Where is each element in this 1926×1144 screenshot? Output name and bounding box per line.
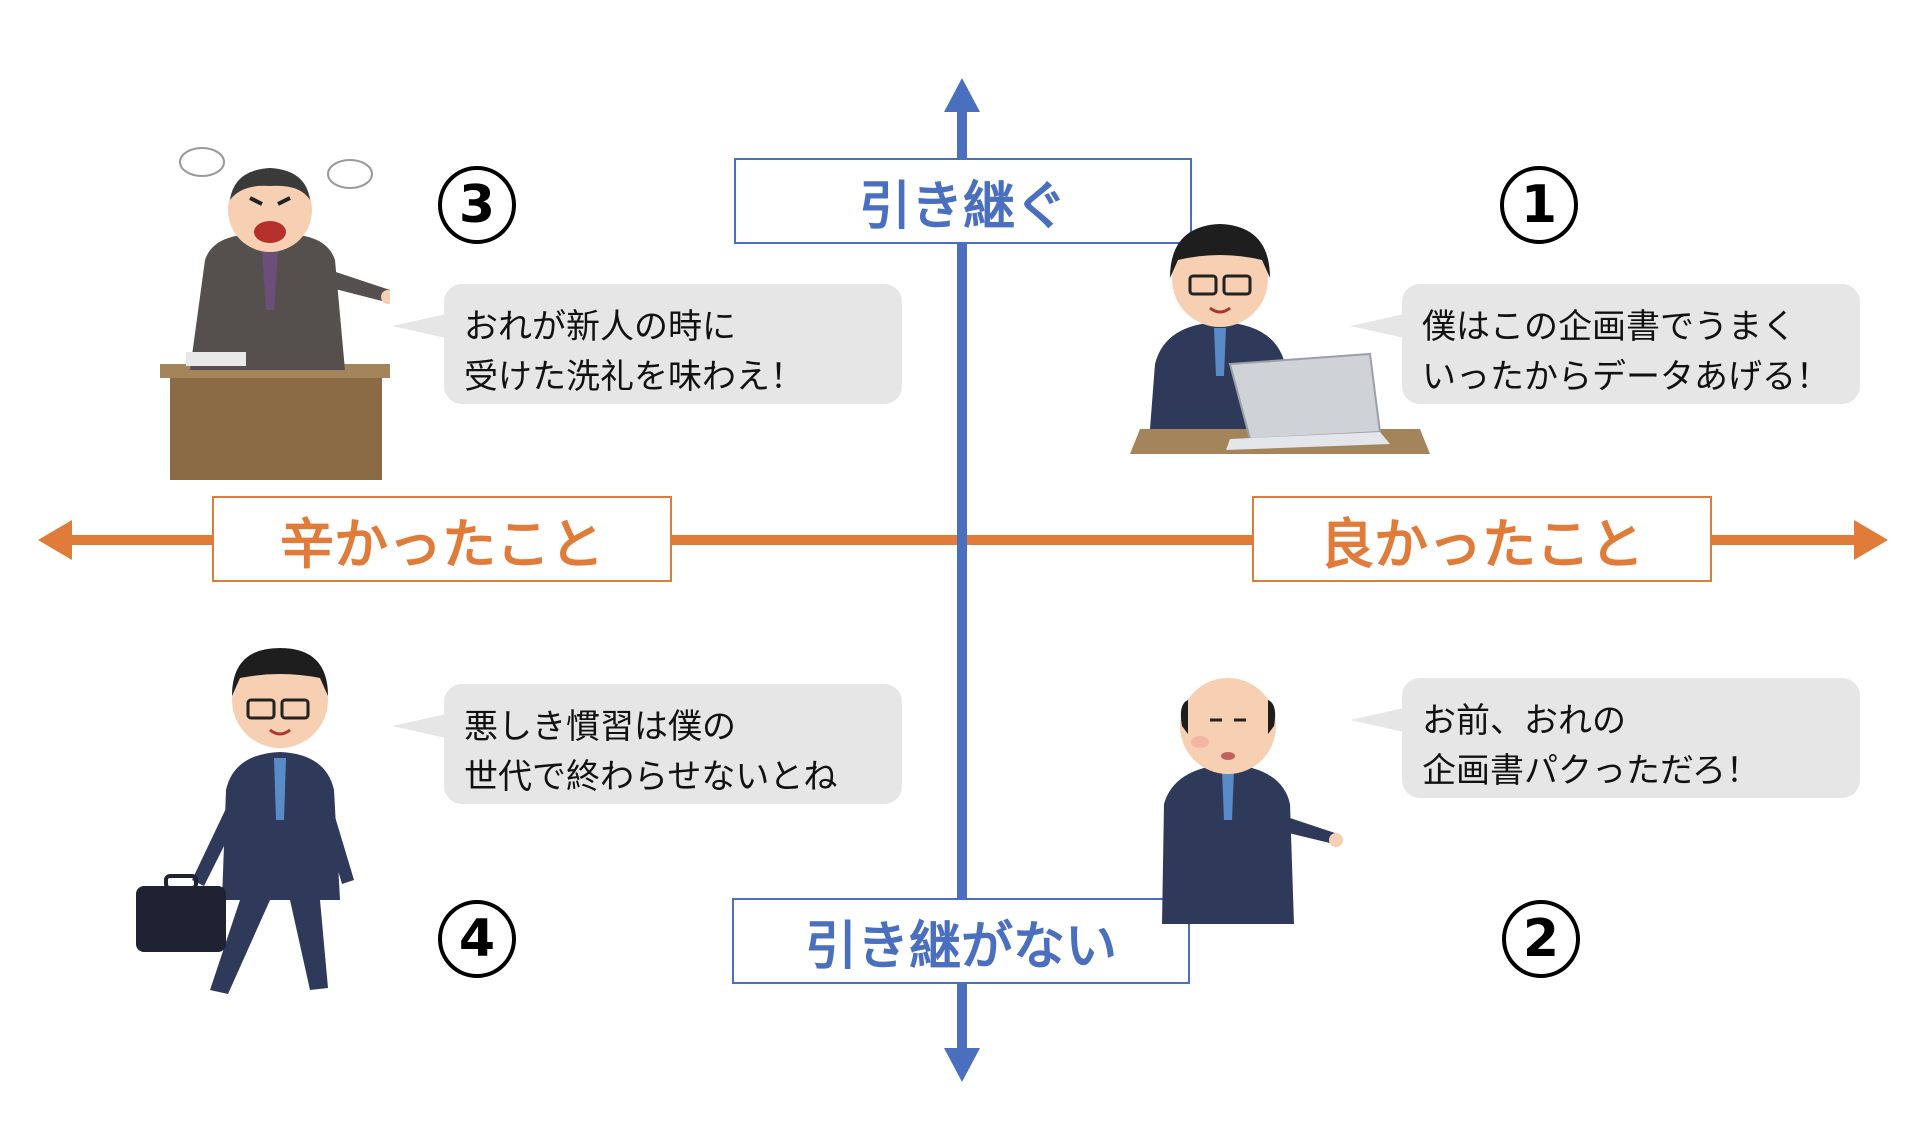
axis-label-bottom: 引き継がない	[732, 898, 1190, 984]
speech-bubble-q2: お前、おれの 企画書パクっただろ！	[1350, 678, 1860, 798]
speech-bubble-q1: 僕はこの企画書でうまく いったからデータあげる！	[1350, 284, 1860, 404]
quadrant-number-3: 3	[438, 166, 516, 244]
quadrant-number-4: 4	[438, 900, 516, 978]
speech-bubble-q4: 悪しき慣習は僕の 世代で終わらせないとね	[392, 684, 902, 804]
quadrant-number-3-text: 3	[458, 175, 496, 235]
left-arrow-icon	[38, 520, 72, 560]
speech-line: 僕はこの企画書でうまく	[1422, 307, 1796, 347]
speech-line: 世代で終わらせないとね	[464, 757, 838, 797]
quadrant-number-2: 2	[1502, 900, 1580, 978]
axis-label-left: 辛かったこと	[212, 496, 672, 582]
angry-boss-at-desk-icon	[160, 147, 390, 480]
down-arrow-icon	[944, 1048, 980, 1082]
axis-label-right: 良かったこと	[1252, 496, 1712, 582]
walking-businessman-with-briefcase-icon	[136, 648, 354, 994]
speech-line: 悪しき慣習は僕の	[464, 707, 736, 747]
axis-label-top: 引き継ぐ	[734, 158, 1192, 244]
speech-line: 企画書パクっただろ！	[1422, 751, 1760, 791]
up-arrow-icon	[944, 78, 980, 112]
right-arrow-icon	[1854, 520, 1888, 560]
speech-line: いったからデータあげる！	[1422, 357, 1830, 397]
speech-line: 受けた洗礼を味わえ！	[464, 357, 804, 397]
quadrant-number-1: 1	[1500, 166, 1578, 244]
quadrant-number-4-text: 4	[458, 909, 496, 969]
businessman-with-laptop-icon	[1130, 224, 1430, 454]
speech-line: おれが新人の時に	[464, 307, 736, 347]
speech-bubble-q3: おれが新人の時に 受けた洗礼を味わえ！	[392, 284, 902, 404]
speech-line: お前、おれの	[1422, 701, 1626, 741]
quadrant-number-1-text: 1	[1520, 175, 1558, 235]
quadrant-number-2-text: 2	[1522, 909, 1560, 969]
bald-boss-pointing-icon	[1162, 678, 1343, 924]
